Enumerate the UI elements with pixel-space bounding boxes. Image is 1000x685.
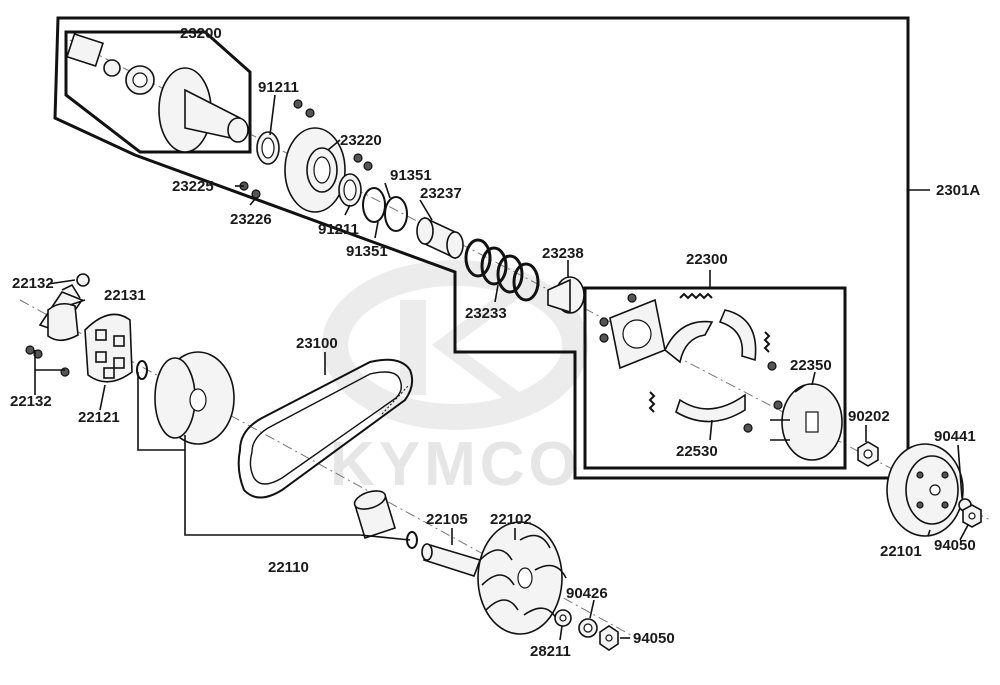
drive-pulley-face xyxy=(154,351,235,445)
label-91351-lower: 91351 xyxy=(346,243,388,260)
label-28211: 28211 xyxy=(530,643,571,660)
clutch-assembly-22300 xyxy=(599,292,777,433)
label-22350: 22350 xyxy=(790,357,832,374)
nut-94050-right xyxy=(962,504,982,528)
box-22300 xyxy=(583,286,847,470)
label-23238: 23238 xyxy=(542,245,584,262)
spacer-22105 xyxy=(421,543,482,577)
label-23226: 23226 xyxy=(230,211,272,228)
leader-lines xyxy=(34,94,969,641)
clutch-bell-22101 xyxy=(886,443,964,537)
collar-23237 xyxy=(416,216,464,260)
label-2301a: 2301A xyxy=(936,182,980,199)
label-23225: 23225 xyxy=(172,178,214,195)
label-22132-bottom: 22132 xyxy=(10,393,52,410)
label-23220: 23220 xyxy=(340,132,382,149)
spring-seat-23238 xyxy=(547,276,585,314)
weight-rollers-22121 xyxy=(84,313,133,383)
retaining-ring xyxy=(136,360,148,380)
slider-clip-22132-b xyxy=(33,349,43,359)
assembly-2301a-frame xyxy=(53,16,910,480)
fan-22102 xyxy=(477,521,567,635)
guide-pins xyxy=(239,99,373,199)
label-91211-upper: 91211 xyxy=(258,79,299,96)
label-22121: 22121 xyxy=(78,409,120,426)
label-91211-lower: 91211 xyxy=(318,221,359,238)
drive-plate-22350 xyxy=(770,383,843,461)
collar-22110 xyxy=(353,490,396,540)
label-22300: 22300 xyxy=(686,251,728,268)
label-91351-upper: 91351 xyxy=(390,167,432,184)
clutch-spring-left xyxy=(648,391,656,413)
label-90426: 90426 xyxy=(566,585,608,602)
label-22131: 22131 xyxy=(104,287,146,304)
washer xyxy=(103,59,121,77)
ramp-plate-22131 xyxy=(38,283,84,342)
box-23200 xyxy=(64,30,252,154)
o-ring-91351-a xyxy=(362,187,386,223)
fan-blades xyxy=(479,534,567,619)
label-23233: 23233 xyxy=(465,305,507,322)
bearing-sleeve xyxy=(66,32,104,68)
nut-94050-lower xyxy=(599,625,619,651)
nut-90202 xyxy=(857,441,879,467)
clutch-spring-right xyxy=(763,331,771,353)
clutch-spring-top xyxy=(679,292,713,300)
driven-pulley-23200 xyxy=(66,32,249,153)
clutch-shoe-bottom xyxy=(675,393,746,423)
label-94050-right: 94050 xyxy=(934,537,976,554)
label-22105: 22105 xyxy=(426,511,468,528)
slider-clip-22132-a xyxy=(25,345,35,355)
spring-23233 xyxy=(464,238,540,302)
label-90202: 90202 xyxy=(848,408,890,425)
label-94050-lower: 94050 xyxy=(633,630,675,647)
watermark-brand-text: KYMCO xyxy=(330,430,581,499)
label-22102: 22102 xyxy=(490,511,532,528)
label-23237: 23237 xyxy=(420,185,462,202)
label-22132-top: 22132 xyxy=(12,275,54,292)
washer-28211 xyxy=(554,609,572,627)
watermark-k-arm xyxy=(432,290,530,400)
washer-90426 xyxy=(578,618,598,638)
clutch-shoe-left xyxy=(664,320,714,364)
slider-clip-22132-top xyxy=(76,273,90,287)
label-22101: 22101 xyxy=(880,543,922,560)
label-22530: 22530 xyxy=(676,443,718,460)
label-90441: 90441 xyxy=(934,428,976,445)
clutch-shoe-right xyxy=(718,309,757,362)
label-23200: 23200 xyxy=(180,25,222,42)
part-number-labels: 23200 91211 23220 23225 23226 91351 2323… xyxy=(10,25,980,660)
label-23100: 23100 xyxy=(296,335,338,352)
movable-sheave-23220 xyxy=(284,127,346,213)
label-22110: 22110 xyxy=(268,559,309,576)
o-ring-91351-b xyxy=(384,196,408,232)
drive-belt-23100 xyxy=(237,358,414,499)
